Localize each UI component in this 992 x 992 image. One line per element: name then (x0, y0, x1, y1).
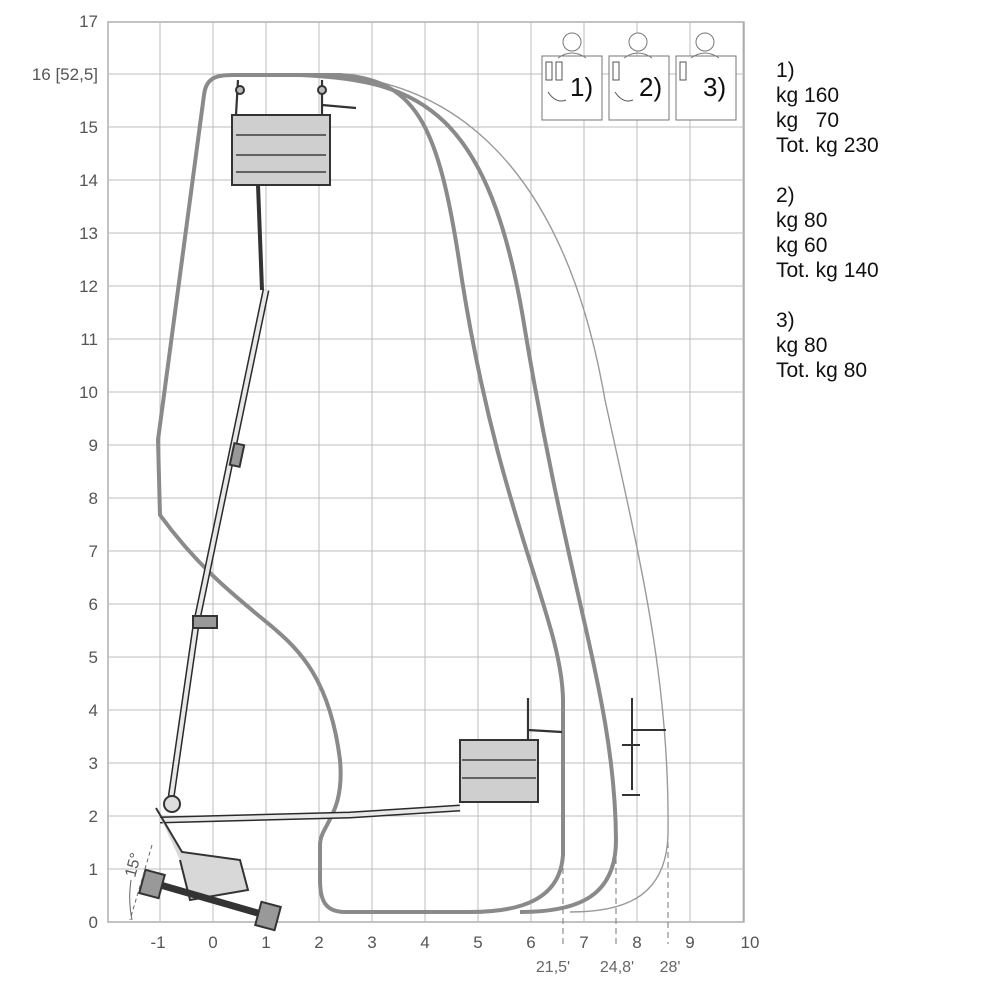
envelope-3-curve (329, 74, 669, 913)
reach-label-1: 21,5' (536, 959, 570, 976)
y-tick-14: 14 (79, 171, 98, 190)
legend-3-line-1: kg 80 (776, 334, 828, 357)
load-icon-2-label: 2) (639, 72, 662, 102)
x-axis-ticks: -1 0 1 2 3 4 5 6 7 8 9 10 (150, 933, 759, 952)
y-tick-10: 10 (79, 383, 98, 402)
x-tick-8: 8 (632, 933, 641, 952)
y-tick-16: 16 [52,5] (32, 65, 98, 84)
y-tick-8: 8 (89, 489, 98, 508)
tilt-angle-indicator (129, 844, 153, 921)
load-icon-1: 1) (541, 32, 603, 121)
legend-3-line-2: Tot. kg 80 (776, 359, 868, 382)
x-tick-6: 6 (526, 933, 535, 952)
load-icon-2: 2) (608, 32, 670, 121)
load-icon-3: 3) (675, 32, 737, 121)
x-tick-9: 9 (685, 933, 694, 952)
legend-2-title: 2) (776, 184, 795, 207)
x-tick-1: 1 (261, 933, 270, 952)
load-legend: 1) kg 160 kg 70 Tot. kg 230 2) kg 80 kg … (776, 58, 986, 408)
x-tick-0: 0 (208, 933, 217, 952)
grid-frame (107, 21, 745, 923)
y-tick-6: 6 (89, 595, 98, 614)
legend-1-line-2: kg 70 (776, 109, 840, 132)
reach-label-3: 28' (660, 959, 681, 976)
tilt-angle-label: 15° (122, 851, 145, 879)
legend-block-3: 3) kg 80 Tot. kg 80 (776, 308, 986, 383)
y-tick-15: 15 (79, 118, 98, 137)
envelope-2-curve (299, 73, 619, 914)
load-icon-3-label: 3) (703, 72, 726, 102)
x-tick-7: 7 (579, 933, 588, 952)
x-tick-5: 5 (473, 933, 482, 952)
legend-2-line-3: Tot. kg 140 (776, 259, 879, 282)
y-tick-9: 9 (89, 436, 98, 455)
y-tick-7: 7 (89, 542, 98, 561)
legend-block-2: 2) kg 80 kg 60 Tot. kg 140 (776, 183, 986, 283)
reach-markers (562, 838, 669, 944)
y-tick-4: 4 (89, 701, 98, 720)
y-tick-2: 2 (89, 807, 98, 826)
x-tick-2: 2 (314, 933, 323, 952)
lift-machine (138, 79, 666, 932)
legend-2-line-1: kg 80 (776, 209, 828, 232)
load-icon-1-label: 1) (570, 72, 593, 102)
x-tick-4: 4 (420, 933, 429, 952)
y-tick-11: 11 (80, 330, 98, 349)
reach-label-2: 24,8' (600, 959, 634, 976)
envelope-1-curve (155, 73, 565, 914)
x-tick-3: 3 (367, 933, 376, 952)
y-tick-3: 3 (89, 754, 98, 773)
platform-right (459, 739, 539, 803)
legend-3-title: 3) (776, 309, 795, 332)
grid-lines (108, 22, 744, 922)
y-tick-12: 12 (79, 277, 98, 296)
x-tick-10: 10 (741, 933, 760, 952)
legend-1-line-1: kg 160 (776, 84, 840, 107)
y-tick-13: 13 (79, 224, 98, 243)
legend-block-1: 1) kg 160 kg 70 Tot. kg 230 (776, 58, 986, 158)
platform-top (231, 114, 331, 186)
legend-1-title: 1) (776, 59, 795, 82)
y-axis-ticks: 0 1 2 3 4 5 6 7 8 9 10 11 12 13 14 15 16… (32, 12, 98, 932)
legend-1-line-3: Tot. kg 230 (776, 134, 879, 157)
legend-2-line-2: kg 60 (776, 234, 828, 257)
y-tick-17: 17 (79, 12, 98, 31)
y-tick-1: 1 (89, 860, 98, 879)
y-tick-0: 0 (89, 913, 98, 932)
y-tick-5: 5 (89, 648, 98, 667)
x-tick-m1: -1 (150, 933, 165, 952)
